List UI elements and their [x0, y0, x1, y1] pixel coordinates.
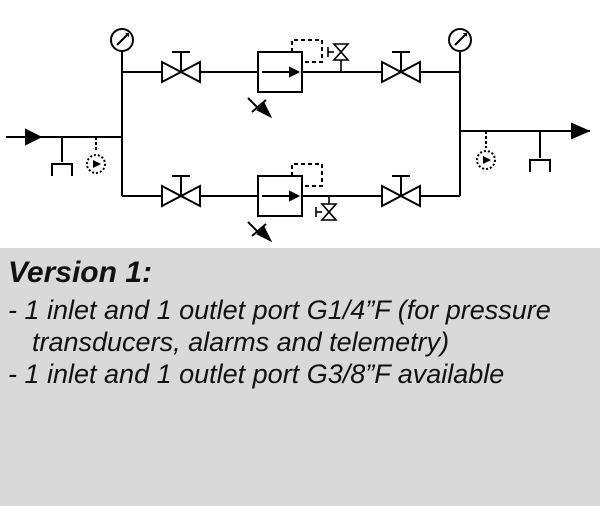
inlet-pressure-gauge-icon	[110, 28, 134, 52]
bottom-inlet-valve-icon	[161, 175, 201, 208]
outlet-arrow-icon	[571, 122, 591, 140]
outlet-gauge-tap-icon	[476, 131, 496, 170]
bottom-vent-valve-icon	[315, 196, 338, 221]
feature-item-ports-g38: - 1 inlet and 1 outlet port G3/8”F avail…	[8, 359, 505, 389]
top-inlet-valve-icon	[161, 51, 201, 84]
inlet-gauge-tap-icon	[86, 137, 106, 174]
feature-item-ports-g14: - 1 inlet and 1 outlet port G1/4”F (for …	[8, 295, 551, 357]
top-vent-valve-icon	[327, 43, 350, 72]
top-pressure-regulator-icon	[247, 39, 323, 119]
inlet-arrow-icon	[25, 128, 43, 146]
outlet-tap-port-icon	[529, 131, 551, 172]
outlet-pressure-gauge-icon	[448, 28, 472, 52]
bottom-outlet-valve-icon	[381, 175, 421, 208]
inlet-tap-port-icon	[51, 137, 73, 176]
pressure-regulation-diagram	[6, 28, 591, 243]
top-outlet-valve-icon	[381, 51, 421, 84]
version-title: Version 1:	[8, 256, 152, 289]
description-panel: Version 1: - 1 inlet and 1 outlet port G…	[0, 248, 600, 506]
bottom-pressure-regulator-icon	[247, 163, 323, 243]
